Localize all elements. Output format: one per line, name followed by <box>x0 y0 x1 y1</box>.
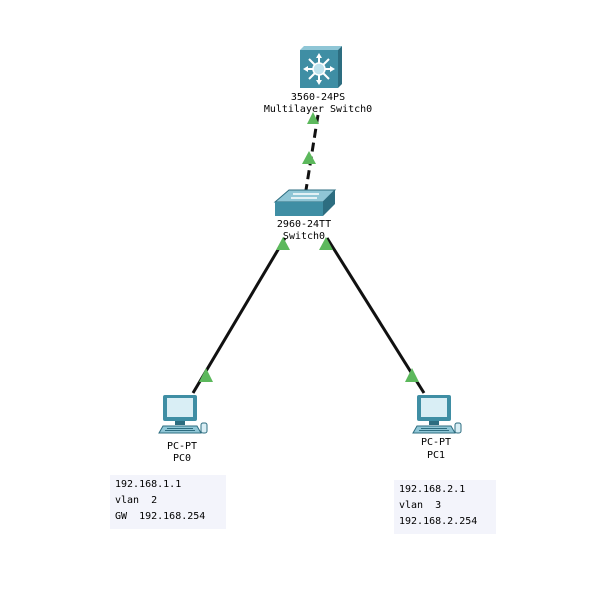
trunk-link[interactable] <box>304 114 320 191</box>
link-status-up-icon <box>302 151 316 164</box>
link-status-up-icon <box>276 237 290 250</box>
switch-icon <box>273 189 337 216</box>
multilayer-switch-name-label: Multilayer Switch0 <box>263 104 373 115</box>
access-link-pc1[interactable] <box>325 237 426 394</box>
pc1-model-label: PC-PT <box>420 437 452 448</box>
link-status-up-icon <box>307 112 319 124</box>
multilayer-switch-model-label: 3560-24PS <box>290 92 346 103</box>
pc0-model-label: PC-PT <box>166 441 198 452</box>
pc-icon <box>412 395 462 434</box>
pc-icon <box>158 395 208 434</box>
link-status-up-icon <box>199 368 213 382</box>
switch[interactable] <box>273 188 337 218</box>
pc1-ip-text: 192.168.2.1 <box>399 484 466 495</box>
pc0-vlan-text: vlan 2 <box>115 495 158 506</box>
pc0[interactable] <box>155 393 211 439</box>
switch-name-label: Switch0 <box>282 231 326 242</box>
pc1-gateway-text: 192.168.2.254 <box>399 516 478 527</box>
pc0-config-note[interactable]: 192.168.1.1 vlan 2 GW 192.168.254 <box>110 475 226 529</box>
pc1-config-note[interactable]: 192.168.2.1 vlan 3 192.168.2.254 <box>394 480 496 534</box>
pc0-name-label: PC0 <box>172 453 192 464</box>
switch-model-label: 2960-24TT <box>276 219 332 230</box>
pc0-ip-text: 192.168.1.1 <box>115 479 182 490</box>
link-status-up-icon <box>405 368 419 382</box>
pc1-vlan-text: vlan 3 <box>399 500 442 511</box>
pc1[interactable] <box>409 393 465 439</box>
multilayer-switch[interactable] <box>296 46 344 90</box>
pc1-name-label: PC1 <box>426 450 446 461</box>
link-status-up-icon <box>319 237 333 250</box>
pc0-gateway-text: GW 192.168.254 <box>115 511 206 522</box>
access-link-pc0[interactable] <box>191 237 287 394</box>
multilayer-switch-icon <box>300 46 342 88</box>
